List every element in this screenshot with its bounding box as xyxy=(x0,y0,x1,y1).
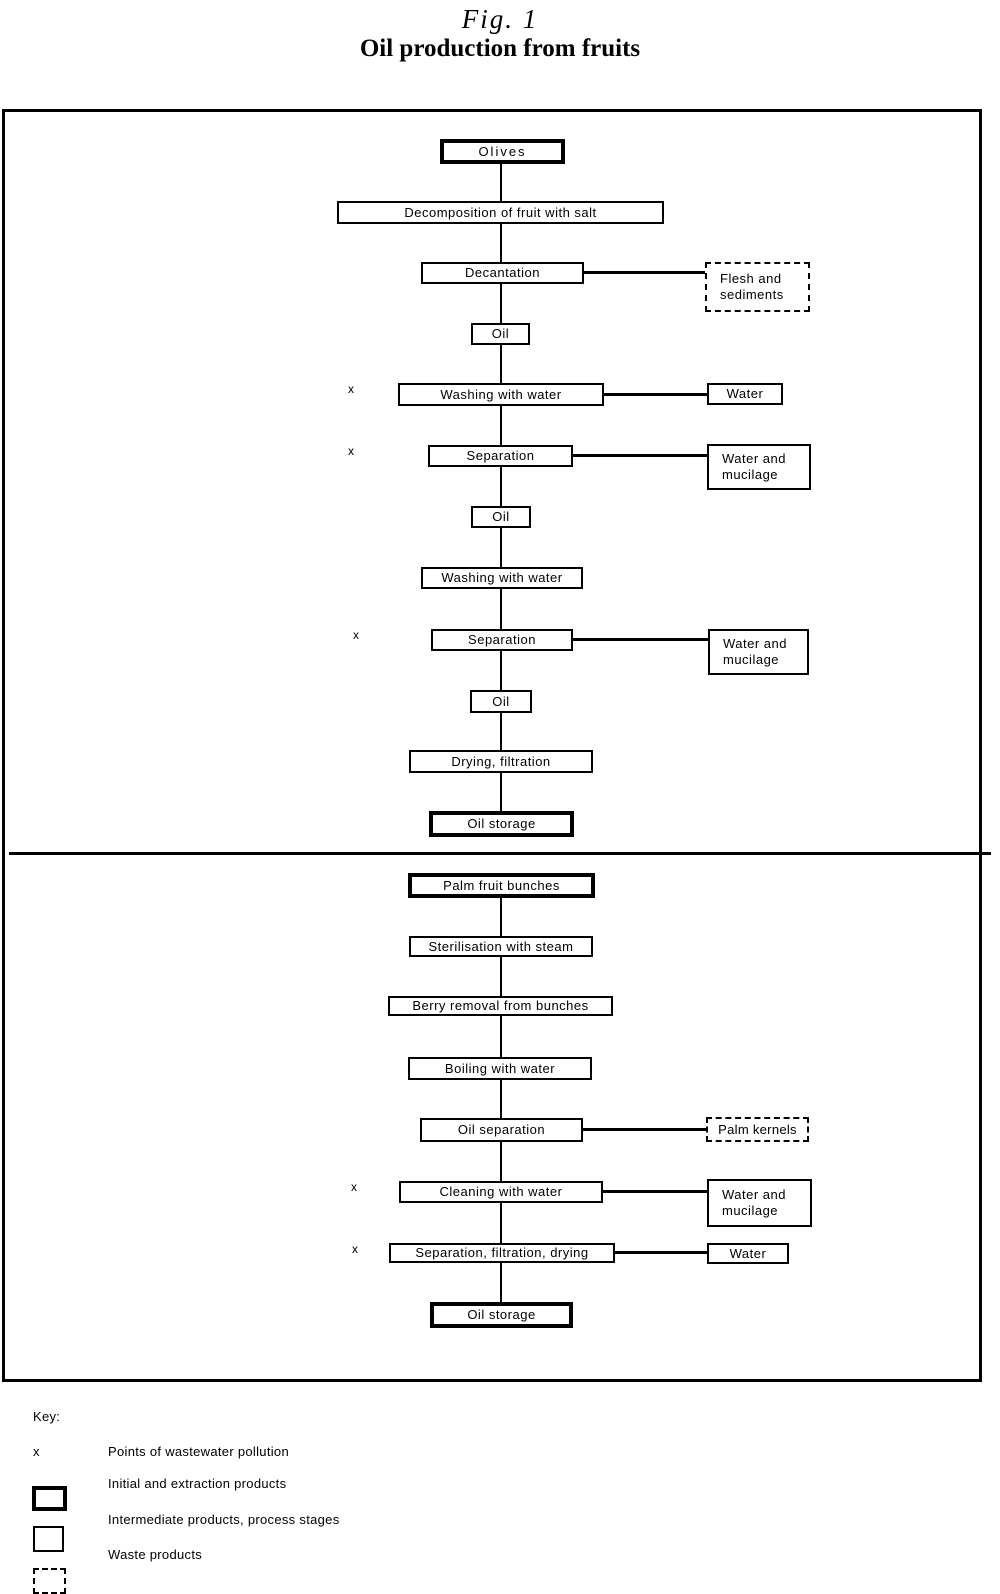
node-oil-storage-olive: Oil storage xyxy=(429,811,574,837)
connector xyxy=(500,1016,502,1057)
connector xyxy=(500,898,502,936)
connector xyxy=(500,713,502,750)
connector xyxy=(500,224,502,262)
connector xyxy=(500,957,502,996)
key-item-label: Initial and extraction products xyxy=(108,1476,287,1491)
node-separation-filtration-drying: Separation, filtration, drying xyxy=(389,1243,615,1263)
node-washing-2: Washing with water xyxy=(421,567,583,589)
node-drying-filtration: Drying, filtration xyxy=(409,750,593,773)
node-washing-1: Washing with water xyxy=(398,383,604,406)
pollution-marker: x xyxy=(348,444,354,458)
node-cleaning: Cleaning with water xyxy=(399,1181,603,1203)
figure-number: Fig. 1 xyxy=(461,4,539,34)
node-decomposition: Decomposition of fruit with salt xyxy=(337,201,664,224)
node-water-mucilage-1: Water and mucilage xyxy=(707,444,811,490)
key-heading: Key: xyxy=(33,1409,61,1424)
page-title: Oil production from fruits xyxy=(359,35,641,62)
connector xyxy=(500,1080,502,1118)
node-decantation: Decantation xyxy=(421,262,584,284)
connector xyxy=(500,773,502,811)
connector xyxy=(500,1203,502,1243)
node-oil-2: Oil xyxy=(471,506,531,528)
key-item-label: Waste products xyxy=(108,1547,203,1562)
connector xyxy=(615,1251,707,1254)
section-divider xyxy=(9,852,991,855)
node-water-palm: Water xyxy=(707,1243,789,1264)
pollution-marker: x xyxy=(353,628,359,642)
connector xyxy=(500,1142,502,1181)
node-water-olive: Water xyxy=(707,383,783,405)
node-boiling: Boiling with water xyxy=(408,1057,592,1080)
node-olives: Olives xyxy=(440,139,565,164)
connector xyxy=(500,164,502,201)
connector xyxy=(573,454,707,457)
connector xyxy=(603,1190,707,1193)
node-sterilisation: Sterilisation with steam xyxy=(409,936,593,957)
connector xyxy=(573,638,708,641)
connector xyxy=(500,1263,502,1302)
node-separation-1: Separation xyxy=(428,445,573,467)
node-berry-removal: Berry removal from bunches xyxy=(388,996,613,1016)
node-water-mucilage-2: Water and mucilage xyxy=(708,629,809,675)
connector xyxy=(500,406,502,445)
node-oil-separation: Oil separation xyxy=(420,1118,583,1142)
node-palm-fruit-bunches: Palm fruit bunches xyxy=(408,873,595,898)
diagram-frame xyxy=(2,109,982,1382)
pollution-marker: x xyxy=(348,382,354,396)
node-palm-kernels: Palm kernels xyxy=(706,1117,809,1142)
key-symbol-initial-box xyxy=(32,1486,67,1511)
connector xyxy=(500,651,502,690)
pollution-marker: x xyxy=(351,1180,357,1194)
node-oil-storage-palm: Oil storage xyxy=(430,1302,573,1328)
node-separation-2: Separation xyxy=(431,629,573,651)
pollution-marker: x xyxy=(352,1242,358,1256)
key-symbol-intermediate-box xyxy=(33,1526,64,1552)
connector xyxy=(500,345,502,383)
connector xyxy=(604,393,707,396)
node-oil-3: Oil xyxy=(470,690,532,713)
connector xyxy=(500,284,502,323)
key-symbol-x: x xyxy=(33,1444,40,1459)
key-symbol-waste-box xyxy=(33,1568,66,1594)
key-item-label: Intermediate products, process stages xyxy=(108,1512,340,1527)
connector xyxy=(583,1128,706,1131)
connector xyxy=(584,271,705,274)
connector xyxy=(500,528,502,567)
node-flesh-sediments: Flesh and sediments xyxy=(705,262,810,312)
key-item-label: Points of wastewater pollution xyxy=(108,1444,289,1459)
connector xyxy=(500,589,502,629)
connector xyxy=(500,467,502,506)
node-water-mucilage-palm: Water and mucilage xyxy=(707,1179,812,1227)
node-oil-1: Oil xyxy=(471,323,530,345)
